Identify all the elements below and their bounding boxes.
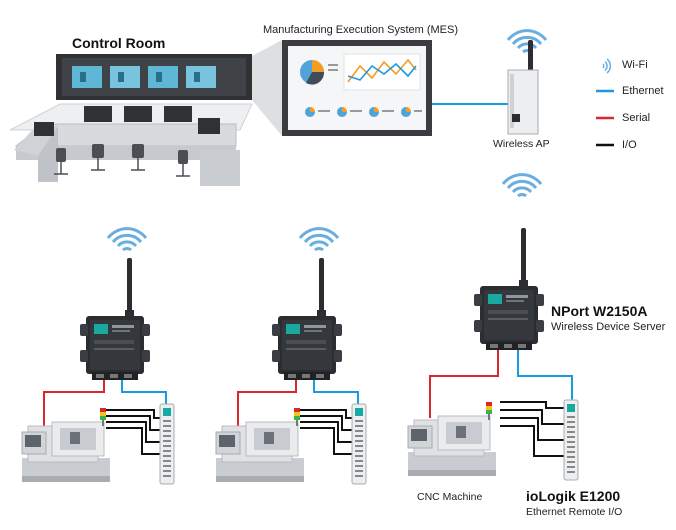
control-room-label: Control Room	[72, 35, 166, 51]
legend	[596, 58, 614, 147]
control-room	[9, 54, 253, 186]
mes-label: Manufacturing Execution System (MES)	[263, 24, 459, 36]
wireless-ap	[506, 29, 548, 135]
site-middle	[215, 227, 367, 485]
projection-shade	[252, 40, 282, 136]
legend-ethernet-label: Ethernet	[622, 85, 664, 97]
cnc-machine-label: CNC Machine	[417, 491, 483, 503]
iologik-name: ioLogik E1200	[526, 488, 621, 504]
wireless-ap-label: Wireless AP	[493, 138, 550, 150]
iologik-subtitle: Ethernet Remote I/O	[526, 506, 623, 518]
site-right	[407, 173, 579, 481]
legend-wifi-icon	[602, 58, 612, 74]
legend-io-label: I/O	[622, 139, 637, 151]
legend-serial-label: Serial	[622, 112, 651, 124]
legend-wifi-label: Wi-Fi	[622, 59, 648, 71]
nport-name: NPort W2150A	[551, 303, 648, 319]
mes-screen	[282, 40, 432, 136]
nport-subtitle: Wireless Device Server	[551, 321, 666, 333]
site-left	[21, 227, 175, 485]
